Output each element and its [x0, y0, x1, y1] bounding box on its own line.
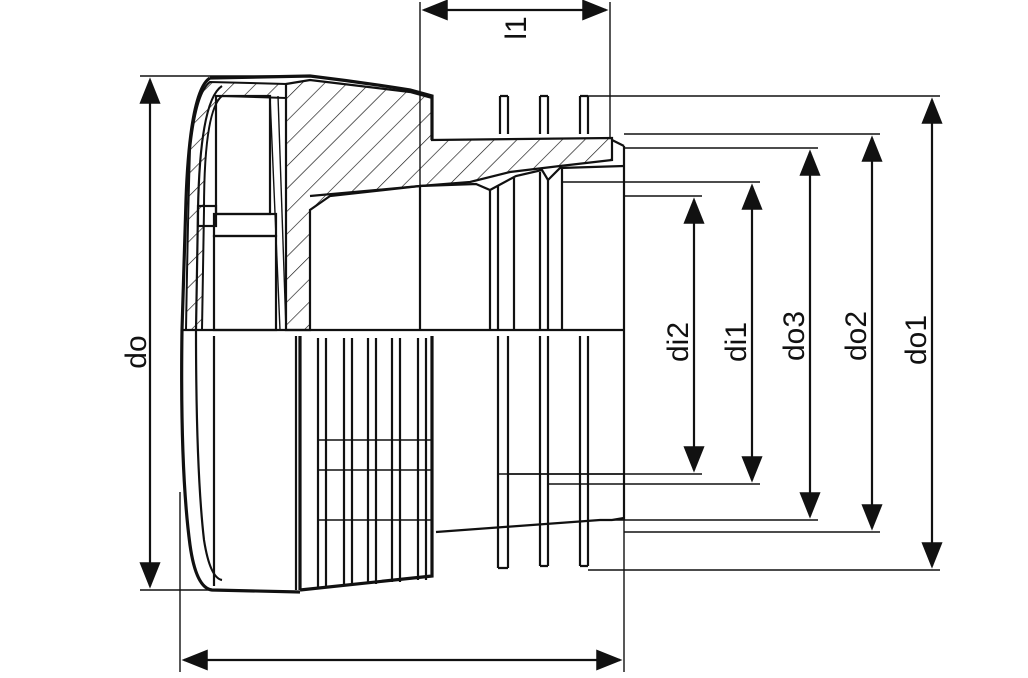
- label-di2: di2: [662, 322, 695, 362]
- fin-upper-2: [538, 94, 550, 134]
- label-do2: do2: [840, 311, 873, 361]
- fin-upper-3: [578, 94, 590, 134]
- inner-ring-lower: [212, 234, 278, 332]
- inner-ring-slot: [212, 212, 278, 238]
- lower-ribs: [316, 338, 432, 588]
- dimension-lines: [139, 0, 943, 672]
- label-do3: do3: [778, 311, 811, 361]
- inner-ring-block: [214, 94, 272, 216]
- fin-upper-1: [498, 94, 510, 134]
- cap-outer-profile: [180, 74, 434, 594]
- label-l1: l1: [500, 16, 533, 39]
- dimension-labels: do l1 di2 di1 do3 do2 do1: [120, 16, 933, 368]
- label-do1: do1: [900, 315, 933, 365]
- fitting-body: [180, 74, 626, 594]
- label-di1: di1: [720, 322, 753, 362]
- cap-wall-hatch: [184, 80, 287, 331]
- label-do: do: [120, 335, 153, 368]
